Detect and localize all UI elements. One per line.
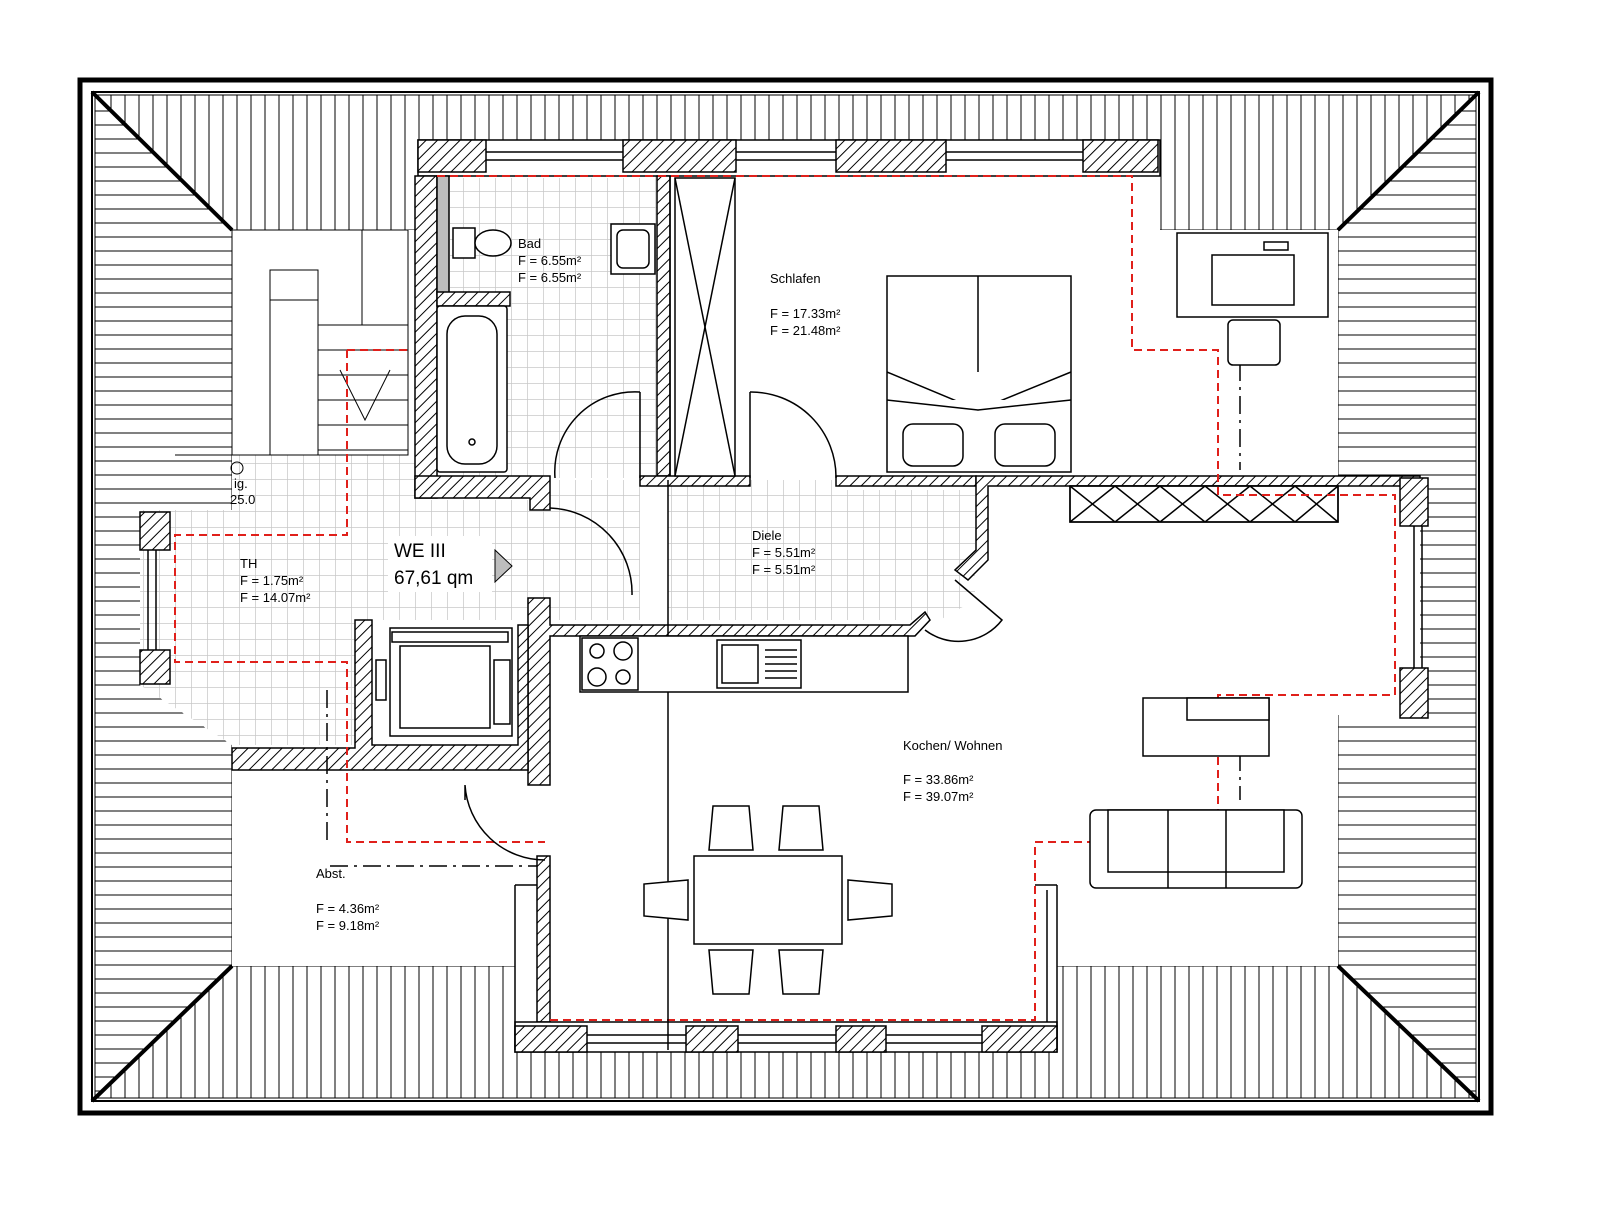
chair — [708, 949, 754, 995]
top-pillar-2 — [622, 139, 737, 173]
room-area2-kochen: F = 39.07m² — [903, 789, 974, 804]
schlafen-door — [749, 391, 837, 479]
top-pillar-3 — [835, 139, 947, 173]
hall-door — [549, 507, 633, 596]
bath-door — [554, 391, 641, 479]
room-area1-th: F = 1.75m² — [240, 573, 304, 588]
room-area1-diele: F = 5.51m² — [752, 545, 816, 560]
chair — [778, 949, 824, 995]
knee-wall-lines — [174, 175, 1396, 1021]
kitchen-door — [924, 579, 1004, 643]
chair — [643, 879, 689, 921]
unit-area: 67,61 qm — [394, 568, 473, 589]
pillow-left — [902, 423, 964, 467]
bath-fixtures — [436, 223, 656, 473]
room-name-schlafen: Schlafen — [770, 271, 821, 286]
unit-tag: WE III 67,61 qm — [388, 536, 513, 592]
room-name-th: TH — [240, 556, 257, 571]
unit-name: WE III — [394, 541, 446, 562]
stair-label-b: 25.0 — [230, 492, 255, 507]
chair — [708, 805, 754, 851]
bedroom-furniture — [674, 177, 1329, 477]
room-area1-bad: F = 6.55m² — [518, 253, 582, 268]
desk-chair — [1227, 319, 1281, 366]
room-name-bad: Bad — [518, 236, 541, 251]
room-labels: Bad F = 6.55m² F = 6.55m² Schlafen F = 1… — [240, 236, 1003, 933]
room-area2-abst: F = 9.18m² — [316, 918, 380, 933]
wardrobe-right — [1069, 485, 1339, 523]
room-name-kochen: Kochen/ Wohnen — [903, 738, 1003, 753]
pillow-right — [994, 423, 1056, 467]
room-area2-bad: F = 6.55m² — [518, 270, 582, 285]
stair-landing-floor — [232, 455, 422, 535]
staircase — [175, 229, 409, 475]
room-area2-schlafen: F = 21.48m² — [770, 323, 841, 338]
chair — [778, 805, 824, 851]
chair — [847, 879, 893, 921]
dining-table — [693, 855, 843, 945]
top-pillar-1 — [417, 139, 487, 173]
room-name-diele: Diele — [752, 528, 782, 543]
bottom-pillar-3 — [835, 1025, 887, 1053]
room-area1-schlafen: F = 17.33m² — [770, 306, 841, 321]
room-area1-kochen: F = 33.86m² — [903, 772, 974, 787]
room-area2-diele: F = 5.51m² — [752, 562, 816, 577]
bottom-pillar-4 — [981, 1025, 1058, 1053]
bottom-pillar-2 — [685, 1025, 739, 1053]
top-pillar-4 — [1082, 139, 1159, 173]
room-area1-abst: F = 4.36m² — [316, 901, 380, 916]
bottom-pillar-1 — [514, 1025, 588, 1053]
stair-label-a: ig. — [234, 476, 248, 491]
toilet — [452, 227, 476, 259]
doors — [464, 391, 1004, 861]
abst-door — [464, 784, 546, 861]
kitchen-furniture — [375, 627, 1303, 995]
unit-arrow-icon — [494, 548, 513, 584]
walls — [139, 139, 1429, 1053]
room-name-abst: Abst. — [316, 866, 346, 881]
room-area2-th: F = 14.07m² — [240, 590, 311, 605]
hall-floor — [140, 175, 975, 745]
